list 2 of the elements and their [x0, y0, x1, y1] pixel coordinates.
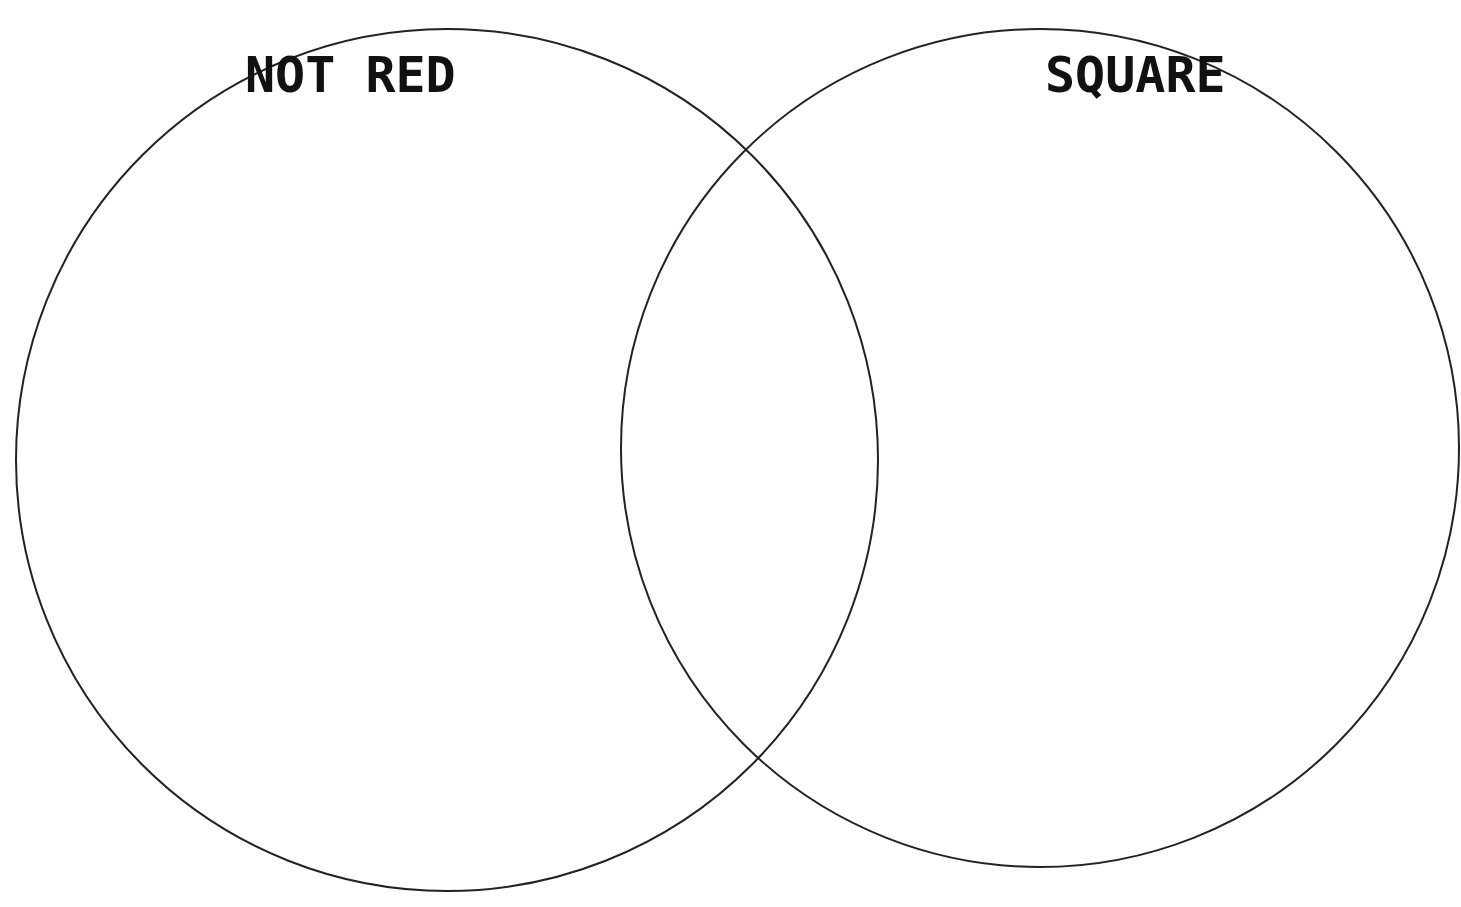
- set-label: SQUARE: [1045, 46, 1226, 104]
- set-label: NOT RED: [245, 46, 456, 104]
